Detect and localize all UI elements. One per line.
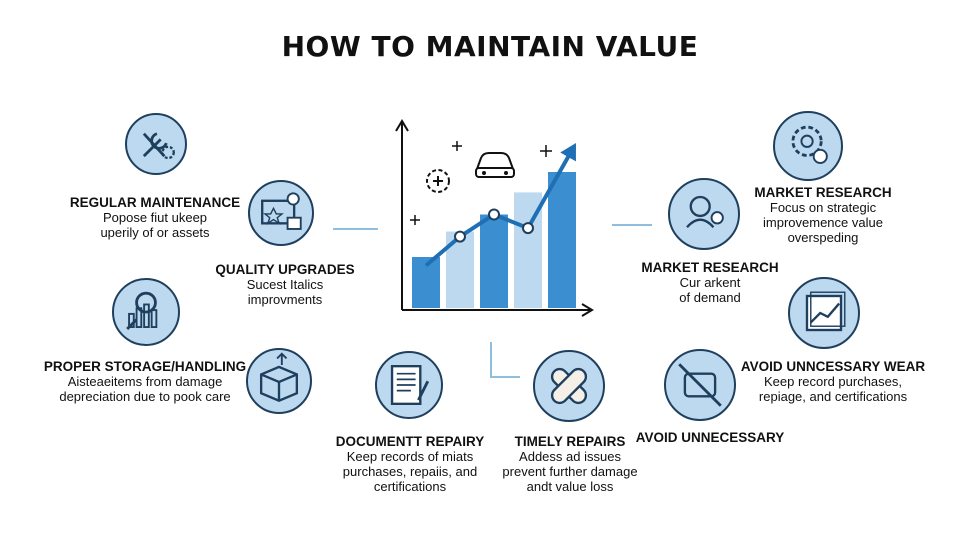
connector-bottom — [490, 342, 492, 377]
upgrade-board-icon — [248, 180, 314, 246]
bandage-icon — [533, 350, 605, 422]
sparkle-icon — [410, 141, 552, 225]
label-quality-upgrades: QUALITY UPGRADES Sucest Italics improvme… — [215, 262, 355, 307]
box-arrow-icon — [246, 348, 312, 414]
label-market-research-top: MARKET RESEARCH Focus on strategic impro… — [754, 185, 892, 245]
label-document-repair: DOCUMENTT REPAIRY Keep records of miats … — [335, 434, 485, 494]
chart-bar — [548, 172, 576, 308]
trend-arrowhead — [560, 143, 576, 162]
label-proper-storage: PROPER STORAGE/HANDLING Aisteaeitems fro… — [43, 359, 247, 404]
gear-plus-icon — [426, 169, 450, 193]
trend-point — [454, 230, 466, 243]
trend-frame-icon — [788, 277, 860, 349]
connector-right — [612, 224, 652, 226]
car-icon — [475, 152, 515, 178]
wrench-gear-icon — [125, 113, 187, 175]
bar-chart-magnifier-icon — [112, 278, 180, 346]
label-timely-repairs: TIMELY REPAIRS Addess ad issues prevent … — [502, 434, 638, 494]
trend-point — [522, 222, 534, 235]
label-avoid-unnecessary: AVOID UNNECESSARY — [635, 430, 785, 445]
connector-left — [333, 228, 378, 230]
growth-chart — [395, 119, 594, 317]
document-pen-icon — [375, 351, 443, 419]
page-title: HOW TO MAINTAIN VALUE — [281, 30, 699, 63]
trend-point — [488, 208, 500, 221]
chart-bar — [480, 214, 508, 308]
connector-bottom-h — [490, 376, 520, 378]
gear-badge-icon — [773, 111, 843, 181]
person-search-icon — [668, 178, 740, 250]
label-regular-maintenance: REGULAR MAINTENANCE Popose fiut ukeep up… — [69, 195, 241, 240]
y-axis-arrow — [395, 119, 409, 132]
label-market-research: MARKET RESEARCH Cur arkent of demand — [641, 260, 779, 305]
label-avoid-wear: AVOID UNNCESSARY WEAR Keep record purcha… — [740, 359, 926, 404]
x-axis-arrow — [581, 303, 594, 317]
crossed-tag-icon — [664, 349, 736, 421]
